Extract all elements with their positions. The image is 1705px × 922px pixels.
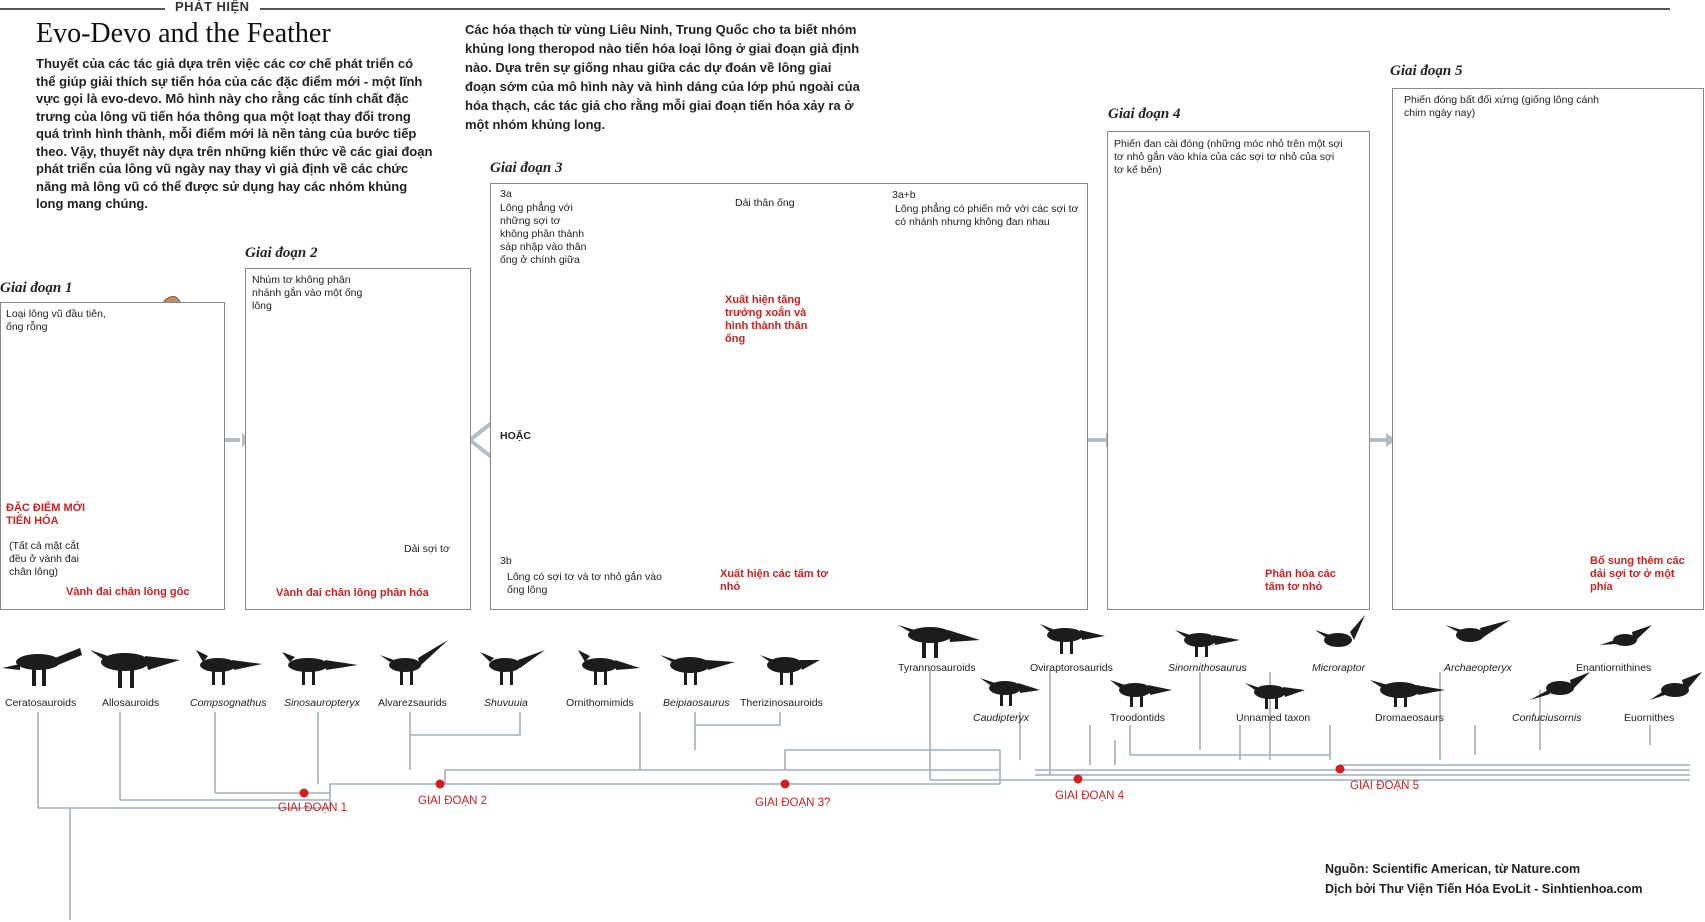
- dinosaur-silhouettes: [2, 615, 1702, 709]
- taxon-enantiornithines: Enantiornithines: [1576, 662, 1652, 674]
- node-giai-doan-1: [299, 788, 309, 798]
- silhouette-sinornithosaurus: [1175, 630, 1240, 657]
- stage3ab-label: 3a+b: [892, 189, 916, 201]
- stage1-title: Giai đoạn 1: [0, 280, 73, 296]
- intro-text-left: Thuyết của các tác giả dựa trên việc các…: [36, 56, 433, 211]
- taxon-ceratosauroids: Ceratosauroids: [5, 697, 77, 709]
- silhouette-enantiornithines: [1600, 625, 1652, 646]
- taxon-oviraptorosaurids: Oviraptorosaurids: [1030, 662, 1113, 674]
- stage2-panel: [245, 268, 471, 610]
- stage3-or-label: HOẶC: [500, 430, 531, 442]
- silhouette-shuvuuia: [480, 650, 545, 685]
- stage4-title: Giai đoạn 4: [1108, 106, 1181, 122]
- silhouette-caudipteryx: [980, 678, 1040, 706]
- taxon-sinornithosaurus: Sinornithosaurus: [1168, 662, 1247, 674]
- stage2-cross-label: Dải sợi tơ: [404, 543, 450, 555]
- node-giai-doan-4: [1073, 774, 1083, 784]
- stage2-title: Giai đoạn 2: [245, 245, 318, 261]
- stage3a-red-label: Xuất hiện tăng trưởng xoắn và hình thành…: [725, 294, 808, 345]
- taxon-therizinosauroids: Therizinosauroids: [740, 697, 823, 709]
- stage1-novelty-label: ĐẶC ĐIỂM MỚI TIẾN HÓA: [6, 502, 86, 527]
- taxon-beipiaosaurus: Beipiaosaurus: [663, 697, 730, 709]
- silhouette-unnamed-taxon: [1245, 683, 1305, 709]
- stage3b-desc: Lông có sợi tơ và tơ nhỏ gắn vào ống lôn…: [507, 571, 662, 596]
- section-label: PHÁT HIỆN: [165, 0, 260, 14]
- stage2-bottom-label: Vành đai chân lông phân hóa: [276, 587, 429, 599]
- stage5-red-label: Bổ sung thêm các dải sợi tơ ở một phía: [1590, 555, 1685, 593]
- taxon-unnamed-taxon: Unnamed taxon: [1236, 712, 1311, 724]
- silhouette-allosauroids: [90, 650, 180, 688]
- taxon-microraptor: Microraptor: [1312, 662, 1366, 674]
- stage5-desc: Phiến đóng bất đối xứng (giống lông cánh…: [1404, 94, 1600, 119]
- node-giai-doan-3: [780, 779, 790, 789]
- stage4-desc: Phiến đan cài đóng (những móc nhỏ trên m…: [1114, 138, 1343, 176]
- intro-text-right: Các hóa thạch từ vùng Liêu Ninh, Trung Q…: [465, 22, 860, 132]
- taxon-archaeopteryx: Archaeopteryx: [1444, 662, 1512, 674]
- stage1-bottom-label: Vành đai chân lông gốc: [66, 586, 190, 598]
- tree-label-giai-doan-4: GIAI ĐOẠN 4: [1055, 790, 1125, 802]
- silhouette-alvarezsaurids: [380, 640, 448, 685]
- page-title: Evo-Devo and the Feather: [36, 18, 331, 49]
- stage1-desc: Loại lông vũ đầu tiên, ống rỗng: [6, 308, 106, 333]
- tree-label-giai-doan-5: GIAI ĐOẠN 5: [1350, 780, 1420, 792]
- node-giai-doan-5: [1335, 764, 1345, 774]
- silhouette-oviraptorosaurids: [1040, 624, 1105, 654]
- taxon-allosauroids: Allosauroids: [102, 697, 160, 709]
- silhouette-troodontids: [1110, 680, 1172, 707]
- stage3b-red-label: Xuất hiện các tấm tơ nhỏ: [720, 568, 829, 593]
- silhouette-microraptor: [1315, 615, 1365, 647]
- taxon-caudipteryx: Caudipteryx: [973, 712, 1030, 724]
- tree-label-giai-doan-3: GIAI ĐOẠN 3?: [755, 797, 831, 809]
- stage5-panel: [1392, 88, 1704, 610]
- silhouette-euornithes: [1650, 672, 1702, 700]
- tree-label-giai-doan-2: GIAI ĐOẠN 2: [418, 795, 488, 807]
- taxon-euornithes: Euornithes: [1624, 712, 1675, 724]
- silhouette-beipiaosaurus: [660, 655, 735, 685]
- tree-stage-nodes: [299, 764, 1345, 798]
- taxon-sinosauropteryx: Sinosauropteryx: [284, 697, 360, 709]
- stage1-note: (Tất cả mặt cắt đều ở vành đai chân lông…: [9, 540, 80, 578]
- header-rule: [0, 8, 1670, 10]
- stage3a-desc: Lông phẳng với những sợi tơ không phân t…: [500, 202, 587, 266]
- tree-label-giai-doan-1: GIAI ĐOẠN 1: [278, 802, 348, 814]
- silhouette-confuciusornis: [1530, 672, 1590, 700]
- stage3ab-desc: Lông phẳng có phiến mở với các sợi tơ có…: [895, 203, 1079, 228]
- taxon-compsognathus: Compsognathus: [190, 697, 267, 709]
- stage1-panel: [0, 302, 225, 610]
- stage2-desc: Nhúm tơ không phân nhánh gắn vào một ống…: [252, 274, 363, 312]
- stage4-panel: [1107, 131, 1370, 610]
- node-giai-doan-2: [435, 779, 445, 789]
- taxon-troodontids: Troodontids: [1110, 712, 1166, 724]
- stage3-title: Giai đoạn 3: [490, 160, 563, 176]
- silhouette-ceratosauroids: [2, 648, 82, 686]
- stage3a-cross-label: Dải thân ống: [735, 197, 795, 209]
- silhouette-sinosauropteryx: [282, 652, 358, 685]
- silhouette-tyrannosauroids: [898, 625, 980, 658]
- source-line-2: Dịch bởi Thư Viện Tiến Hóa EvoLit - Sinh…: [1325, 882, 1643, 896]
- silhouette-therizinosauroids: [760, 655, 820, 685]
- taxon-confuciusornis: Confuciusornis: [1512, 712, 1582, 724]
- taxon-dromaeosaurs: Dromaeosaurs: [1375, 712, 1444, 724]
- stage3b-label: 3b: [500, 555, 512, 567]
- taxon-ornithomimids: Ornithomimids: [566, 697, 634, 709]
- silhouette-ornithomimids: [578, 650, 640, 685]
- taxon-alvarezsaurids: Alvarezsaurids: [378, 697, 447, 709]
- stage3-panel: [490, 183, 1088, 610]
- stage3a-label: 3a: [500, 188, 512, 200]
- stage4-red-label: Phân hóa các tấm tơ nhỏ: [1265, 568, 1336, 593]
- silhouette-dromaeosaurs: [1370, 680, 1445, 707]
- stage5-title: Giai đoạn 5: [1390, 63, 1463, 79]
- silhouette-compsognathus: [196, 650, 262, 685]
- taxon-tyrannosauroids: Tyrannosauroids: [898, 662, 976, 674]
- silhouette-archaeopteryx: [1445, 620, 1510, 642]
- taxon-shuvuuia: Shuvuuia: [484, 697, 528, 709]
- source-line-1: Nguồn: Scientific American, từ Nature.co…: [1325, 862, 1581, 876]
- phylogeny-tree: [37, 670, 1690, 920]
